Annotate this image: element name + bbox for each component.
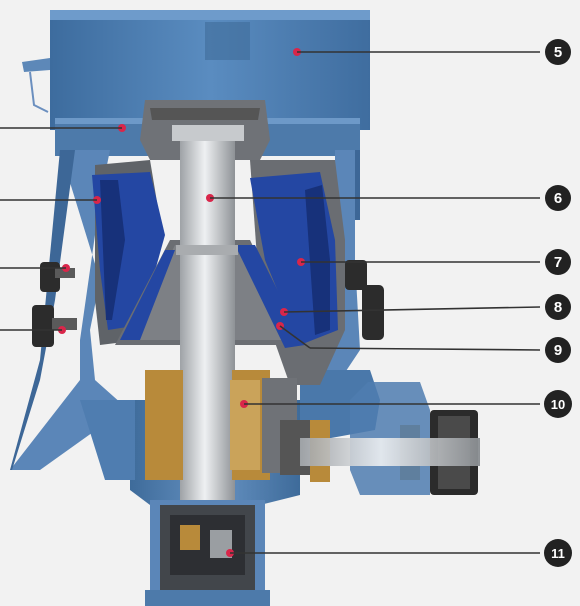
leader-9a (279, 325, 311, 349)
main-shaft (172, 125, 244, 510)
callout-9-label: 9 (554, 342, 562, 359)
callout-8: 8 (545, 294, 571, 320)
adjustment-bolts (32, 260, 384, 347)
drive-shaft (280, 382, 480, 495)
callout-5-label: 5 (554, 44, 562, 61)
lower-housing (145, 500, 270, 606)
leader-9b (309, 347, 541, 351)
callout-10: 10 (544, 390, 572, 418)
callout-8-label: 8 (554, 299, 562, 316)
callout-6-label: 6 (554, 190, 562, 207)
callout-badges: 5 6 7 8 9 10 11 (544, 39, 572, 567)
callout-11: 11 (544, 539, 572, 567)
leader-lines (0, 51, 541, 554)
eccentric-bushing (145, 370, 297, 480)
callout-9: 9 (545, 337, 571, 363)
leader-8 (283, 306, 541, 313)
callout-7: 7 (545, 249, 571, 275)
callout-5: 5 (545, 39, 571, 65)
callout-7-label: 7 (554, 254, 562, 271)
callout-6: 6 (545, 185, 571, 211)
callout-11-label: 11 (551, 546, 565, 561)
callout-10-label: 10 (551, 397, 565, 412)
